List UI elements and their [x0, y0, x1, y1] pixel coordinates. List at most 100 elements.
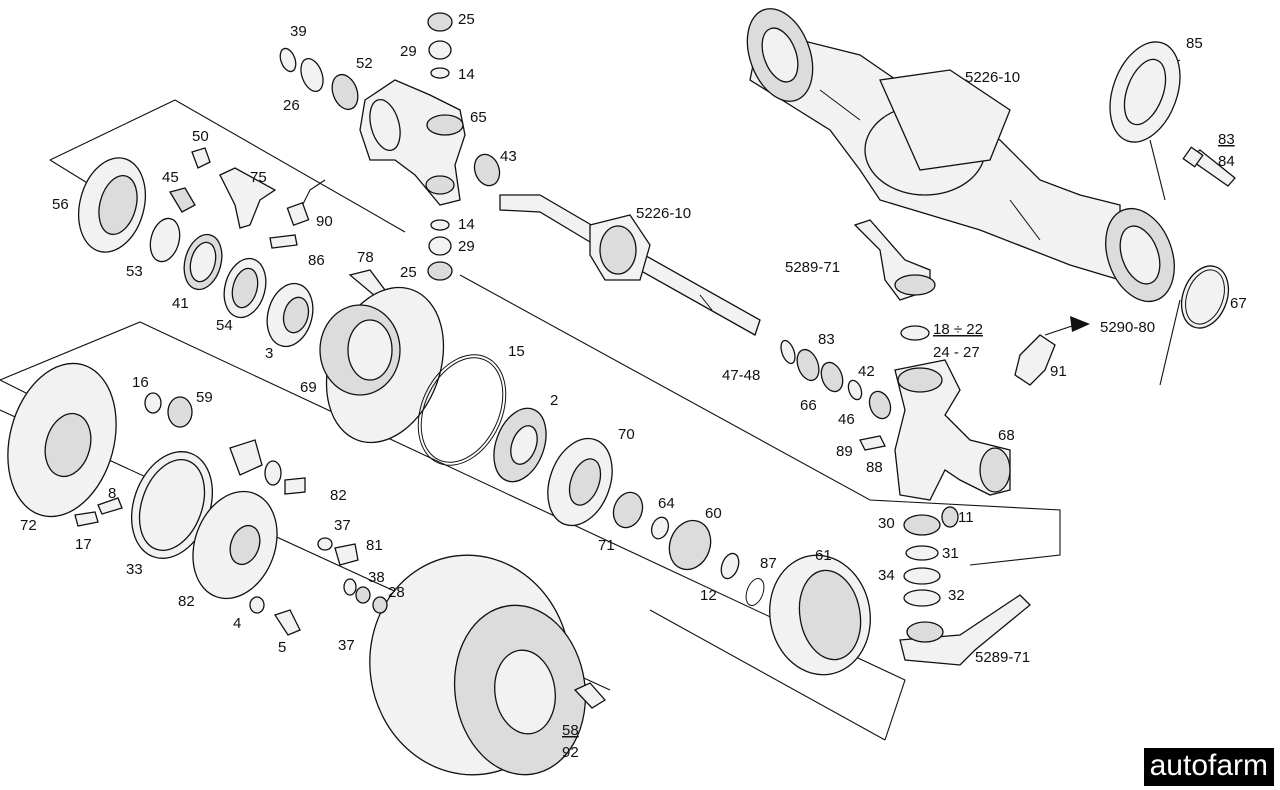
- label-24-27: 24 - 27: [933, 344, 980, 361]
- label-81: 81: [366, 537, 383, 554]
- label-50: 50: [192, 128, 209, 145]
- label-83-mid: 83: [818, 331, 835, 348]
- label-65: 65: [470, 109, 487, 126]
- planet-parts: [493, 407, 765, 606]
- label-47-48: 47-48: [722, 367, 760, 384]
- label-42: 42: [858, 363, 875, 380]
- label-38: 38: [368, 569, 385, 586]
- label-25-mid: 25: [400, 264, 417, 281]
- hub-flange-56: [78, 157, 146, 253]
- label-70: 70: [618, 426, 635, 443]
- label-82-left: 82: [178, 593, 195, 610]
- label-61: 61: [815, 547, 832, 564]
- label-30: 30: [878, 515, 895, 532]
- label-86: 86: [308, 252, 325, 269]
- steering-arm-lower: [899, 594, 1031, 666]
- axle-housing: [746, 8, 1175, 303]
- label-45: 45: [162, 169, 179, 186]
- label-29-top: 29: [400, 43, 417, 60]
- label-66: 66: [800, 397, 817, 414]
- label-37-top: 37: [334, 517, 351, 534]
- label-85: 85: [1186, 35, 1203, 52]
- label-12: 12: [700, 587, 717, 604]
- label-92: 92: [562, 744, 579, 761]
- label-14-mid: 14: [458, 216, 475, 233]
- ring-85: [1109, 41, 1181, 143]
- label-68: 68: [998, 427, 1015, 444]
- steering-arm-upper: [853, 219, 936, 301]
- label-39: 39: [290, 23, 307, 40]
- label-32: 32: [948, 587, 965, 604]
- label-31: 31: [942, 545, 959, 562]
- valve-parts: [229, 439, 388, 636]
- label-15: 15: [508, 343, 525, 360]
- label-41: 41: [172, 295, 189, 312]
- label-69: 69: [300, 379, 317, 396]
- label-90: 90: [316, 213, 333, 230]
- label-29-mid: 29: [458, 238, 475, 255]
- label-58: 58: [562, 722, 579, 739]
- label-5289-71-bottom: 5289-71: [975, 649, 1030, 666]
- label-28: 28: [388, 584, 405, 601]
- label-46: 46: [838, 411, 855, 428]
- label-56: 56: [52, 196, 69, 213]
- label-71: 71: [598, 537, 615, 554]
- steering-knuckle: [894, 359, 1011, 501]
- disc-72: [7, 362, 123, 527]
- label-5: 5: [278, 639, 286, 656]
- label-75: 75: [250, 169, 267, 186]
- label-8: 8: [108, 485, 116, 502]
- label-87: 87: [760, 555, 777, 572]
- label-54: 54: [216, 317, 233, 334]
- label-34: 34: [878, 567, 895, 584]
- label-25-top: 25: [458, 11, 475, 28]
- rings-center: [149, 217, 314, 348]
- top-bearings: [279, 12, 453, 281]
- label-91: 91: [1050, 363, 1067, 380]
- label-53: 53: [126, 263, 143, 280]
- label-33: 33: [126, 561, 143, 578]
- label-26: 26: [283, 97, 300, 114]
- drive-shaft: [499, 194, 761, 336]
- label-4: 4: [233, 615, 241, 632]
- watermark-logo: autofarm: [1143, 748, 1274, 786]
- label-18-22: 18 ÷ 22: [933, 321, 983, 338]
- label-37-bottom: 37: [338, 637, 355, 654]
- label-5290-80: 5290-80: [1100, 319, 1155, 336]
- label-78: 78: [357, 249, 374, 266]
- bearing-43: [473, 153, 501, 187]
- wheel-hub-69: [319, 286, 445, 444]
- brake-parts: [168, 147, 386, 297]
- label-14-top: 14: [458, 66, 475, 83]
- label-2: 2: [550, 392, 558, 409]
- part-number-labels: 39 25 29 14 52 26 65 43 50 75 45 56 90 1…: [20, 11, 1247, 761]
- yoke-65: [359, 79, 466, 206]
- large-drum: [369, 554, 606, 776]
- rings-knuckle: [780, 325, 930, 451]
- brake-drum-61: [769, 554, 871, 676]
- label-3: 3: [265, 345, 273, 362]
- label-52: 52: [356, 55, 373, 72]
- label-82-right: 82: [330, 487, 347, 504]
- fitting-91: [1014, 334, 1056, 386]
- label-59: 59: [196, 389, 213, 406]
- label-67: 67: [1230, 295, 1247, 312]
- o-ring-15: [417, 354, 507, 466]
- label-5226-10-housing: 5226-10: [965, 69, 1020, 86]
- bolt-83-84: [1182, 146, 1236, 187]
- seal-ring-67: [1180, 265, 1230, 329]
- label-5289-71-top: 5289-71: [785, 259, 840, 276]
- label-83-top: 83: [1218, 131, 1235, 148]
- label-11: 11: [958, 509, 974, 526]
- label-43: 43: [500, 148, 517, 165]
- gasket-33: [130, 451, 214, 559]
- label-16: 16: [132, 374, 149, 391]
- label-60: 60: [705, 505, 722, 522]
- label-5226-10-shaft: 5226-10: [636, 205, 691, 222]
- cover-82: [192, 490, 278, 600]
- label-64: 64: [658, 495, 675, 512]
- label-84: 84: [1218, 153, 1235, 170]
- label-89: 89: [836, 443, 853, 460]
- label-72: 72: [20, 517, 37, 534]
